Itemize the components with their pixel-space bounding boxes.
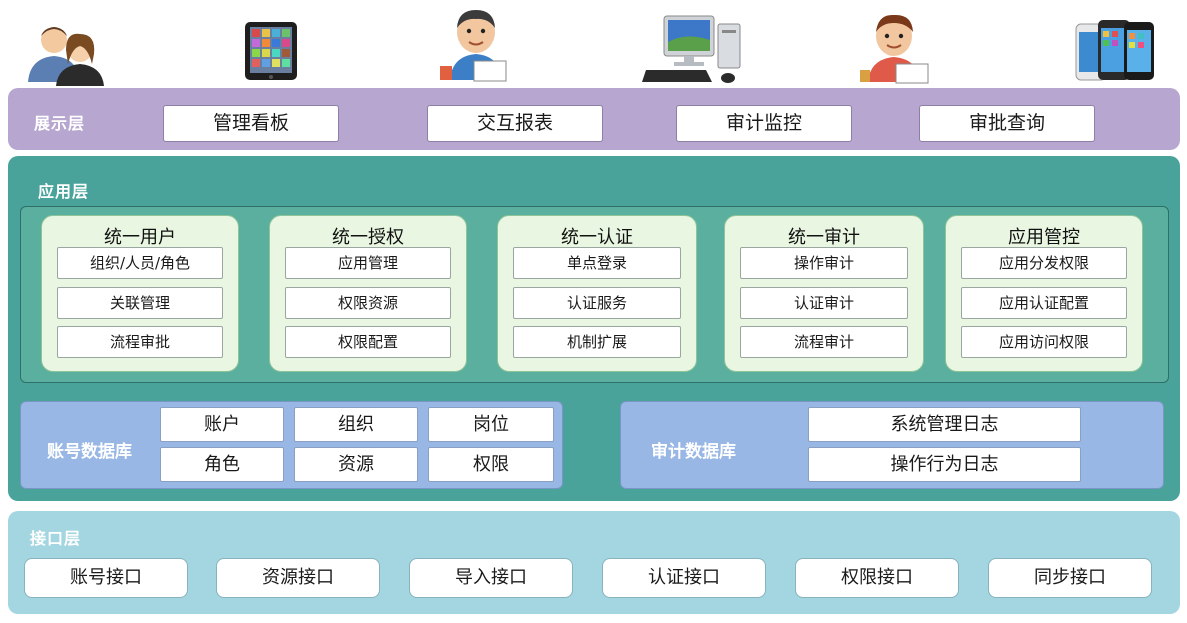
module-item: 应用认证配置 (961, 287, 1127, 319)
module-title: 统一用户 (104, 227, 176, 248)
application-layer-title: 应用层 (38, 182, 90, 201)
display-item-dashboard: 管理看板 (163, 105, 339, 142)
smartphones-icon (1075, 20, 1154, 81)
db-cell-organization: 组织 (294, 407, 418, 442)
audit-database-title: 审计数据库 (651, 442, 736, 462)
display-item-approval-query: 审批查询 (919, 105, 1095, 142)
module-unified-authorization: 统一授权 应用管理 权限资源 权限配置 (269, 215, 467, 372)
display-layer-title: 展示层 (34, 114, 86, 133)
interface-item-auth: 认证接口 (602, 558, 766, 598)
db-cell-operation-log: 操作行为日志 (808, 447, 1081, 482)
module-item: 权限配置 (285, 326, 451, 358)
interface-item-resource: 资源接口 (216, 558, 380, 598)
db-cell-position: 岗位 (428, 407, 554, 442)
module-item: 关联管理 (57, 287, 223, 319)
module-item: 应用访问权限 (961, 326, 1127, 358)
module-item: 权限资源 (285, 287, 451, 319)
module-unified-audit: 统一审计 操作审计 认证审计 流程审计 (724, 215, 924, 372)
module-title: 统一审计 (788, 227, 860, 248)
admin-user-icon (440, 10, 507, 82)
operator-user-icon (860, 14, 929, 84)
module-title: 应用管控 (1008, 227, 1080, 248)
db-cell-account: 账户 (160, 407, 284, 442)
module-title: 统一授权 (332, 227, 404, 248)
account-database-title: 账号数据库 (47, 442, 132, 462)
module-item: 认证服务 (513, 287, 681, 319)
interface-item-sync: 同步接口 (988, 558, 1152, 598)
tablet-icon (245, 22, 297, 80)
module-title: 统一认证 (561, 227, 633, 248)
db-cell-role: 角色 (160, 447, 284, 482)
interface-layer-title: 接口层 (30, 529, 82, 548)
interface-item-import: 导入接口 (409, 558, 573, 598)
users-icon (28, 27, 104, 86)
module-item: 操作审计 (740, 247, 908, 279)
desktop-computer-icon (642, 15, 741, 83)
module-app-control: 应用管控 应用分发权限 应用认证配置 应用访问权限 (945, 215, 1143, 372)
interface-layer: 接口层 账号接口 资源接口 导入接口 认证接口 权限接口 同步接口 (8, 511, 1180, 614)
db-cell-permission: 权限 (428, 447, 554, 482)
application-layer: 应用层 统一用户 组织/人员/角色 关联管理 流程审批 统一授权 应用管理 权限… (8, 156, 1180, 501)
module-item: 单点登录 (513, 247, 681, 279)
module-item: 组织/人员/角色 (57, 247, 223, 279)
module-item: 流程审计 (740, 326, 908, 358)
module-unified-user: 统一用户 组织/人员/角色 关联管理 流程审批 (41, 215, 239, 372)
module-unified-authentication: 统一认证 单点登录 认证服务 机制扩展 (497, 215, 697, 372)
display-item-audit-monitor: 审计监控 (676, 105, 852, 142)
module-item: 应用管理 (285, 247, 451, 279)
audit-database: 审计数据库 系统管理日志 操作行为日志 (620, 401, 1164, 489)
interface-item-account: 账号接口 (24, 558, 188, 598)
module-item: 机制扩展 (513, 326, 681, 358)
display-item-report: 交互报表 (427, 105, 603, 142)
module-item: 认证审计 (740, 287, 908, 319)
db-cell-system-log: 系统管理日志 (808, 407, 1081, 442)
account-database: 账号数据库 账户 组织 岗位 角色 资源 权限 (20, 401, 563, 489)
display-layer: 展示层 管理看板 交互报表 审计监控 审批查询 (8, 88, 1180, 150)
interface-item-permission: 权限接口 (795, 558, 959, 598)
module-item: 应用分发权限 (961, 247, 1127, 279)
db-cell-resource: 资源 (294, 447, 418, 482)
module-item: 流程审批 (57, 326, 223, 358)
